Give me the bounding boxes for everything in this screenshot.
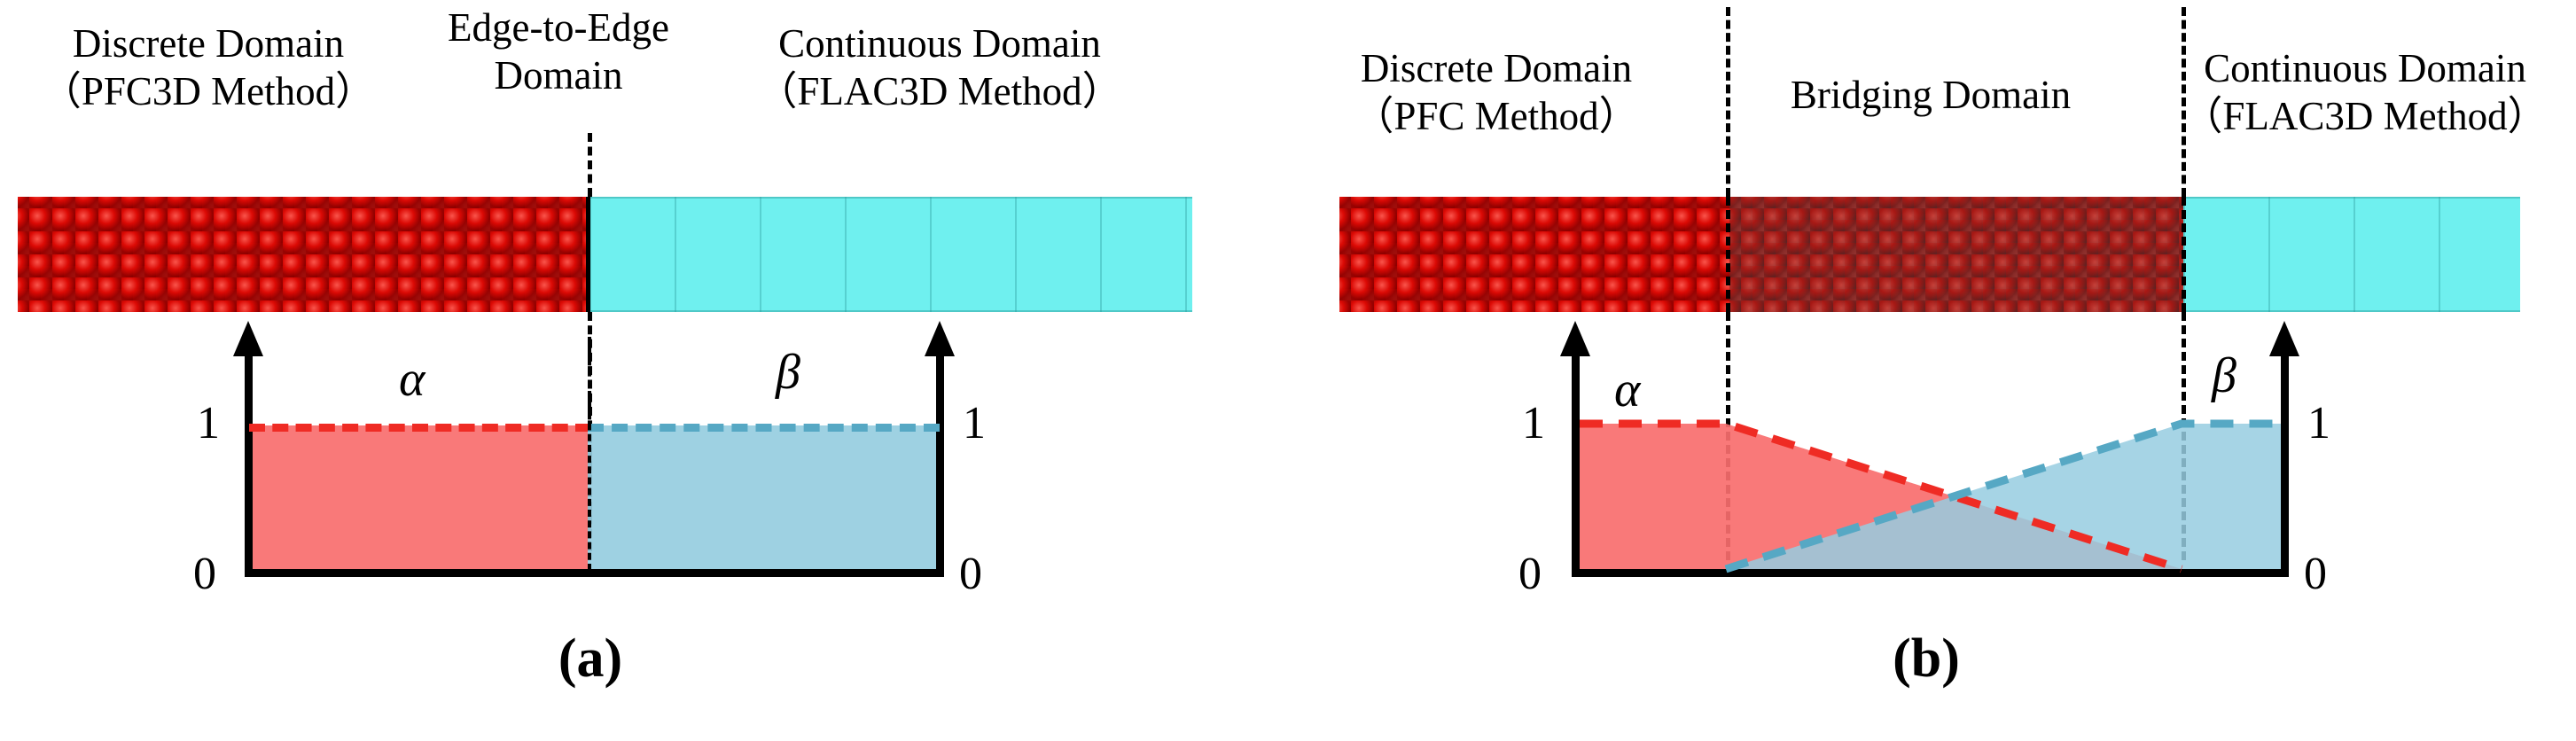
panel-b-caption: (b) (1893, 628, 1960, 689)
panel-b-left-tick-0: 0 (1518, 549, 1542, 599)
panel-a-right-axis (936, 355, 944, 576)
panel-b-beta-symbol: β (2212, 348, 2236, 403)
panel-b-left-axis-arrowhead (1560, 321, 1590, 356)
panel-a-beta-curve (588, 424, 940, 432)
panel-a-discrete-particle-strip (18, 197, 589, 312)
panel-a-discrete-domain-line1: Discrete Domain (72, 21, 345, 66)
panel-a-weight-chart: 1 0 1 0 α β (0, 319, 1288, 597)
panel-a-baseline (245, 569, 944, 577)
panel-a-beta-area (588, 425, 936, 569)
panel-b-ramp-areas (1580, 419, 2281, 573)
panel-b-discrete-domain-label: Discrete Domain （PFC Method） (1306, 44, 1687, 140)
panel-b-right-axis (2281, 355, 2289, 576)
panel-b-bridge-end-guide-line (2182, 7, 2186, 197)
panel-a-interface-guide-line (588, 133, 592, 197)
panel-b-continuous-domain-label: Continuous Domain （FLAC3D Method） (2166, 44, 2564, 140)
panel-a-continuum-mesh-strip (589, 197, 1192, 312)
panel-b-continuous-domain-line1: Continuous Domain (2204, 46, 2526, 90)
panel-a-right-axis-arrowhead (925, 321, 955, 356)
panel-b-continuous-domain-line2: （FLAC3D Method） (2182, 94, 2548, 138)
panel-b-baseline (1572, 569, 2289, 577)
panel-b-bridging-particle-layer-offset (1729, 197, 2183, 312)
panel-b-right-tick-1: 1 (2307, 398, 2330, 448)
panel-a-continuous-domain-line1: Continuous Domain (778, 21, 1101, 66)
panel-a-left-tick-0: 0 (193, 549, 216, 599)
panel-b-discrete-domain-line2: （PFC Method） (1354, 94, 1639, 138)
panel-b: Discrete Domain （PFC Method） Bridging Do… (1288, 0, 2576, 741)
panel-b-bridging-overlap-strip (1729, 197, 2183, 312)
panel-a-right-tick-0: 0 (959, 549, 982, 599)
panel-b-discrete-domain-line1: Discrete Domain (1360, 46, 1633, 90)
panel-b-beta-area (1726, 424, 2281, 569)
panel-b-discrete-particle-strip (1339, 197, 1729, 312)
panel-a-discrete-domain-line2: （PFC3D Method） (41, 69, 376, 113)
panel-b-continuum-mesh-strip (2183, 197, 2520, 312)
panel-b-left-tick-1: 1 (1522, 398, 1545, 448)
panel-b-beta-curve (1724, 419, 2281, 573)
panel-a-discrete-domain-label: Discrete Domain （PFC3D Method） (18, 20, 399, 115)
panel-a-middle-domain-line1: Edge-to-Edge (448, 5, 669, 50)
panel-a-chart-divider (588, 337, 591, 571)
panel-a-left-axis (245, 355, 253, 576)
panel-a-caption: (a) (558, 628, 623, 689)
panel-a-alpha-area (253, 425, 588, 569)
panel-a-edge-to-edge-domain-label: Edge-to-Edge Domain (425, 4, 691, 99)
panel-b-bridge-start-line (1726, 197, 1730, 312)
panel-b-right-axis-arrowhead (2269, 321, 2299, 356)
panel-b-bridge-end-line (2182, 197, 2186, 312)
panel-a: Discrete Domain （PFC3D Method） Edge-to-E… (0, 4, 1288, 689)
panel-b-weight-chart: 1 0 1 0 α β (1288, 319, 2576, 597)
panel-a-interface-line (586, 197, 590, 312)
panel-b-alpha-symbol: α (1614, 363, 1641, 417)
panel-a-continuous-domain-line2: （FLAC3D Method） (757, 69, 1122, 113)
panel-b-bridge-start-guide-line (1726, 7, 1730, 197)
panel-b-bridging-blend-veil (1729, 197, 2183, 312)
panel-a-left-tick-1: 1 (197, 398, 220, 448)
panel-a-alpha-symbol: α (399, 352, 425, 407)
panel-a-right-tick-1: 1 (963, 398, 986, 448)
panel-b-bridging-domain-label: Bridging Domain (1731, 71, 2130, 119)
panel-a-left-axis-arrowhead (233, 321, 263, 356)
panel-a-continuous-domain-label: Continuous Domain （FLAC3D Method） (700, 20, 1179, 115)
panel-b-middle-domain-line1: Bridging Domain (1790, 73, 2072, 117)
panel-b-right-tick-0: 0 (2304, 549, 2327, 599)
panel-b-left-axis (1572, 355, 1580, 576)
panel-b-alpha-curve (1580, 419, 2183, 573)
panel-a-middle-domain-line2: Domain (494, 53, 623, 98)
panel-a-beta-symbol: β (776, 345, 800, 400)
panel-a-alpha-curve (249, 424, 591, 432)
